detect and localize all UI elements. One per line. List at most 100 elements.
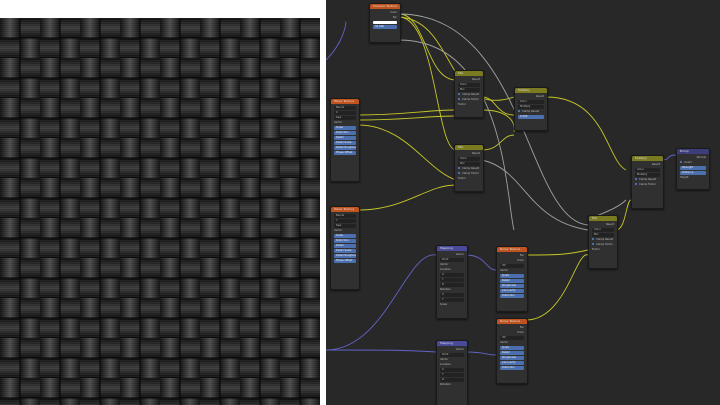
wave-profile-dropdown[interactable]: Saw — [334, 116, 356, 120]
multiply-node-1[interactable]: Multiply Result Color Multiply Clamp Res… — [514, 87, 548, 131]
distortion-field[interactable]: Distortion — [334, 131, 356, 135]
output-color: Color — [517, 331, 524, 334]
node-title: Wave Texture — [331, 99, 359, 104]
location-y-field[interactable]: Y — [440, 373, 464, 377]
blend-mode-dropdown[interactable]: Multiply — [518, 105, 544, 109]
mapping-node-2[interactable]: Mapping Vector Point Vector Location X Y… — [436, 340, 468, 405]
node-editor[interactable]: Checker Texture Color Fac 32.000 Wave Te… — [326, 0, 720, 405]
mix-node-2[interactable]: Mix Result Color Mix Clamp Result Clamp … — [454, 144, 484, 192]
mix-node-1[interactable]: Mix Result Color Mix Clamp Result Clamp … — [454, 70, 484, 118]
preview-edge — [320, 0, 326, 405]
data-type-dropdown[interactable]: Color — [458, 157, 480, 161]
strength-field[interactable]: Strength — [680, 166, 706, 170]
distance-field[interactable]: Distance — [680, 171, 706, 175]
blend-mode-dropdown[interactable]: Mix — [592, 233, 614, 237]
mapping-node-1[interactable]: Mapping Vector Point Vector Location X Y… — [436, 245, 468, 319]
checker-texture-node[interactable]: Checker Texture Color Fac 32.000 — [369, 3, 401, 43]
noise-texture-node-1[interactable]: Noise Texture Fac Color 3D Vector Scale … — [496, 246, 528, 312]
node-wires — [326, 13, 677, 356]
detail-field[interactable]: Detail — [334, 244, 356, 248]
carbon-weave-preview — [0, 18, 326, 405]
clamp-result-checkbox[interactable]: Clamp Result — [592, 238, 614, 242]
color-swatch[interactable] — [373, 21, 397, 24]
data-type-dropdown[interactable]: Color — [635, 168, 660, 172]
node-title: Noise Texture — [497, 319, 527, 324]
blend-mode-dropdown[interactable]: Multiply — [635, 173, 660, 177]
clamp-result-checkbox[interactable]: Clamp Result — [458, 167, 480, 171]
location-y-field[interactable]: Y — [440, 278, 464, 282]
wave-type-dropdown[interactable]: Bands — [334, 214, 356, 218]
clamp-result-checkbox[interactable]: Clamp Result — [518, 110, 544, 114]
dimensions-dropdown[interactable]: 3D — [500, 264, 524, 268]
distortion-field[interactable]: Distortion — [500, 366, 524, 370]
phase-offset-field[interactable]: Phase Offset — [334, 259, 356, 263]
dimensions-dropdown[interactable]: 3D — [500, 336, 524, 340]
clamp-factor-checkbox[interactable]: Clamp Factor — [458, 98, 480, 102]
location-label: Location — [440, 268, 451, 271]
type-dropdown[interactable]: Point — [440, 258, 464, 262]
node-title: Bump — [677, 149, 709, 154]
node-title: Mapping — [437, 246, 467, 251]
vector-input: Vector — [500, 269, 509, 272]
data-type-dropdown[interactable]: Color — [592, 228, 614, 232]
multiply-node-2[interactable]: Multiply Result Color Multiply Clamp Res… — [631, 155, 664, 209]
phase-offset-field[interactable]: Phase Offset — [334, 151, 356, 155]
roughness-field[interactable]: Roughness — [500, 284, 524, 288]
scale-field[interactable]: Scale — [500, 274, 524, 278]
invert-checkbox[interactable]: Invert — [680, 161, 706, 165]
blend-mode-dropdown[interactable]: Mix — [458, 88, 480, 92]
mix-node-3[interactable]: Mix Result Color Mix Clamp Result Clamp … — [588, 215, 618, 269]
rotation-y-field[interactable]: Y — [440, 298, 464, 302]
clamp-result-checkbox[interactable]: Clamp Result — [635, 178, 660, 182]
type-dropdown[interactable]: Point — [440, 353, 464, 357]
detail-field[interactable]: Detail — [500, 279, 524, 283]
lacunarity-field[interactable]: Lacunarity — [500, 361, 524, 365]
clamp-factor-checkbox[interactable]: Clamp Factor — [592, 243, 614, 247]
node-title: Mix — [455, 145, 483, 150]
detail-scale-field[interactable]: Detail Scale — [334, 141, 356, 145]
scale-field[interactable]: 32.000 — [373, 25, 397, 29]
detail-field[interactable]: Detail — [334, 136, 356, 140]
location-z-field[interactable]: Z — [440, 378, 464, 382]
distortion-field[interactable]: Distortion — [334, 239, 356, 243]
location-x-field[interactable]: X — [440, 273, 464, 277]
output-result: Result — [471, 78, 480, 81]
detail-scale-field[interactable]: Detail Scale — [334, 249, 356, 253]
rotation-x-field[interactable]: X — [440, 293, 464, 297]
output-color: Color — [517, 259, 524, 262]
lacunarity-field[interactable]: Lacunarity — [500, 289, 524, 293]
factor-input: Factor — [592, 248, 600, 251]
wave-profile-dropdown[interactable]: Saw — [334, 224, 356, 228]
data-type-dropdown[interactable]: Color — [458, 83, 480, 87]
distortion-field[interactable]: Distortion — [500, 294, 524, 298]
detail-field[interactable]: Detail — [500, 351, 524, 355]
wave-direction-dropdown[interactable]: X — [334, 111, 356, 115]
location-z-field[interactable]: Z — [440, 283, 464, 287]
vector-input: Vector — [440, 358, 449, 361]
wave-type-dropdown[interactable]: Bands — [334, 106, 356, 110]
clamp-result-checkbox[interactable]: Clamp Result — [458, 93, 480, 97]
scale-field[interactable]: Scale — [334, 234, 356, 238]
noise-texture-node-2[interactable]: Noise Texture Fac Color 3D Vector Scale … — [496, 318, 528, 384]
node-title: Mapping — [437, 341, 467, 346]
clamp-factor-checkbox[interactable]: Clamp Factor — [458, 172, 480, 176]
detail-roughness-field[interactable]: Detail Roughness — [334, 254, 356, 258]
vector-input: Vector — [440, 263, 449, 266]
scale-label: Scale — [440, 303, 447, 306]
node-title: Multiply — [632, 156, 663, 161]
data-type-dropdown[interactable]: Color — [518, 100, 544, 104]
wave-direction-dropdown[interactable]: Y — [334, 219, 356, 223]
blend-mode-dropdown[interactable]: Mix — [458, 162, 480, 166]
bump-node[interactable]: Bump Normal Invert Strength Distance Hei… — [676, 148, 710, 190]
clamp-factor-checkbox[interactable]: Clamp Factor — [635, 183, 660, 187]
wave-texture-node-1[interactable]: Wave Texture Bands X Saw Vector Scale Di… — [330, 98, 360, 182]
vector-input: Vector — [334, 121, 343, 124]
detail-roughness-field[interactable]: Detail Roughness — [334, 146, 356, 150]
location-x-field[interactable]: X — [440, 368, 464, 372]
wave-texture-node-2[interactable]: Wave Texture Bands Y Saw Vector Scale Di… — [330, 206, 360, 290]
factor-field[interactable]: 0.500 — [518, 115, 544, 119]
texture-preview-panel — [0, 0, 326, 405]
roughness-field[interactable]: Roughness — [500, 356, 524, 360]
scale-field[interactable]: Scale — [334, 126, 356, 130]
scale-field[interactable]: Scale — [500, 346, 524, 350]
